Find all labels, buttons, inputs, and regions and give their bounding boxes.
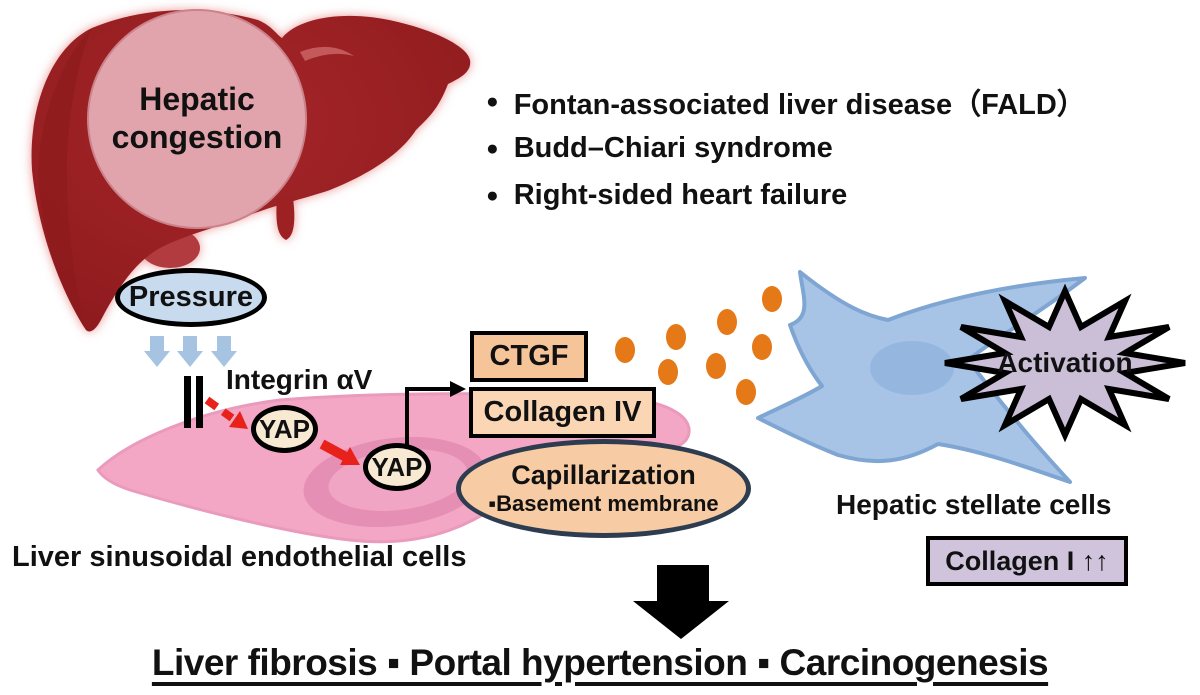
activation-starburst (944, 283, 1186, 443)
activation-label: Activation (997, 347, 1133, 378)
pressure-arrow-icon (144, 336, 170, 367)
hepatic-congestion-line1: Hepatic (139, 81, 255, 118)
yap-label: YAP (258, 413, 311, 444)
pressure-arrows-icon (144, 336, 237, 367)
secreted-factor-dots (615, 286, 782, 405)
pressure-arrow-icon (177, 336, 203, 367)
yap-label: YAP (371, 451, 423, 482)
list-item: ● Budd–Chiari syndrome (486, 125, 1086, 172)
secreted-factor-dot (658, 359, 678, 385)
cause-list: ● Fontan-associated liver disease（FALD） … (486, 78, 1086, 219)
collagen-i-box: Collagen I ↑↑ (926, 536, 1128, 586)
collagen-iv-label: Collagen IV (483, 396, 642, 428)
secreted-factor-dot (706, 353, 726, 379)
yap-translocation-arrow (319, 439, 360, 465)
ctgf-box: CTGF (470, 331, 588, 382)
lsec-label: Liver sinusoidal endothelial cells (12, 541, 467, 573)
secreted-factor-dot (762, 286, 782, 312)
hepatic-congestion-line2: congestion (111, 119, 283, 155)
cause-fald: Fontan-associated liver disease（FALD） (513, 88, 1086, 121)
list-item: ● Right-sided heart failure (486, 172, 1086, 219)
stellate-nucleus (870, 341, 954, 395)
yap-signal-dashed-arrow (204, 396, 248, 429)
cause-right-heart-failure: Right-sided heart failure (513, 179, 848, 211)
integrin-bars-icon (184, 376, 203, 428)
integrin-label: Integrin αV (226, 364, 373, 395)
yap-target-elbow-arrow (405, 381, 466, 452)
capillarization-label: Capillarization (511, 460, 696, 491)
yap-nucleus-oval: YAP (363, 443, 431, 491)
liver-highlight (300, 46, 354, 61)
ctgf-label: CTGF (489, 340, 569, 372)
secreted-factor-dot (666, 324, 686, 350)
capillarization-ellipse: Capillarization ▪Basement membrane (456, 439, 751, 538)
pressure-label: Pressure (128, 281, 254, 313)
collagen-i-label: Collagen I ↑↑ (945, 545, 1109, 576)
bullet-icon: ● (486, 90, 499, 113)
outcome-text: Liver fibrosis ▪ Portal hypertension ▪ C… (151, 642, 1049, 683)
list-item: ● Fontan-associated liver disease（FALD） (486, 78, 1086, 125)
secreted-factor-dot (615, 337, 635, 363)
hepatic-vein-stub (276, 198, 295, 240)
secreted-factor-dot (752, 334, 772, 360)
bullet-icon: ● (486, 137, 499, 160)
collagen-iv-box: Collagen IV (469, 387, 656, 438)
pressure-arrow-icon (211, 336, 237, 367)
liver-left-shade (38, 28, 92, 330)
basement-membrane-label: ▪Basement membrane (488, 491, 719, 517)
stellate-cells-label: Hepatic stellate cells (836, 489, 1112, 520)
secreted-factor-dot (736, 379, 756, 405)
secreted-factor-dot (717, 309, 737, 335)
bullet-icon: ● (486, 184, 499, 207)
hepatic-congestion-badge: Hepatic congestion (87, 9, 307, 229)
pressure-ellipse: Pressure (115, 268, 267, 327)
yap-cytoplasm-oval: YAP (251, 405, 318, 453)
outcome-down-arrow (633, 565, 729, 639)
cause-budd-chiari: Budd–Chiari syndrome (513, 132, 833, 164)
